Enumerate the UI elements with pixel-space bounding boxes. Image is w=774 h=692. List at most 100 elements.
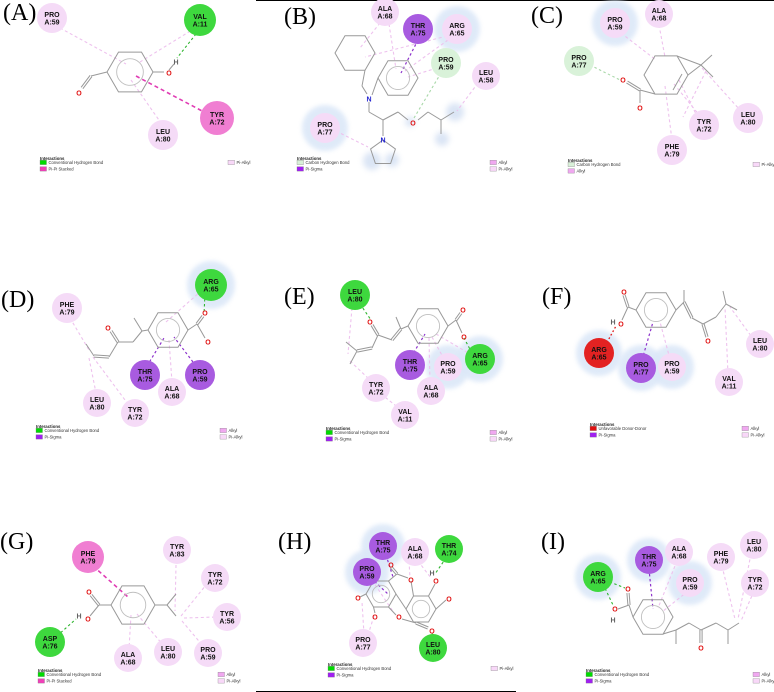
residue-circle — [184, 4, 216, 36]
residue-circle — [201, 564, 229, 592]
residue-name: PRO — [192, 369, 208, 376]
residue-name: LEU — [348, 289, 362, 296]
legend-header: Interactions — [326, 426, 351, 431]
legend-swatch — [39, 166, 47, 172]
residue-name: TYR — [697, 119, 711, 126]
residue-position: A:59 — [440, 369, 455, 376]
residue-circle — [564, 46, 594, 76]
panel-canvas-A: OOHPROA:59VALA:11TYRA:72LEUA:80Interacti… — [37, 3, 251, 172]
residue-circle — [349, 629, 377, 657]
residue-position: A:58 — [478, 78, 493, 85]
ligand-bond — [133, 317, 143, 332]
legend-swatch — [219, 428, 227, 433]
ligand-bond — [700, 54, 713, 66]
residue-circle — [657, 135, 687, 165]
residue-circle — [72, 541, 104, 573]
atom-label-O: O — [705, 339, 711, 346]
residue-name: ALA — [165, 386, 179, 393]
interaction-line-purple — [370, 577, 390, 596]
residue-position: A:65 — [591, 355, 606, 362]
residue-position: A:65 — [449, 31, 464, 38]
legend-header: Interactions — [297, 156, 322, 161]
legend-swatch — [217, 672, 225, 677]
legend-swatch — [489, 430, 497, 435]
residue-name: ARG — [203, 279, 219, 286]
ligand-bond — [357, 348, 373, 353]
legend-swatch — [35, 434, 43, 440]
interaction-line-pink — [136, 613, 164, 646]
residue-position: A:72 — [747, 585, 762, 592]
ligand-bond — [662, 629, 677, 635]
residue-circle — [158, 378, 186, 406]
ligand-bond — [700, 622, 717, 631]
interaction-line-pink — [349, 360, 371, 381]
ligand-bond — [395, 593, 407, 610]
residue-name: PRO — [355, 637, 371, 644]
residue-position: A:11 — [722, 384, 737, 391]
ligand-bond — [91, 594, 101, 605]
legend-label: Pi-Alkyl — [499, 167, 513, 172]
residue-name: ALA — [121, 652, 135, 659]
ligand-bond — [168, 63, 175, 71]
ligand-bond — [427, 111, 442, 121]
residue-name: TYR — [128, 407, 142, 414]
ligand-bond — [89, 604, 100, 617]
residue-position: A:72 — [696, 127, 711, 134]
legend-swatch — [752, 678, 760, 684]
legend-swatch — [741, 432, 749, 438]
residue-name: VAL — [193, 14, 207, 21]
atom-label-O: O — [372, 615, 378, 622]
residue-circle — [733, 103, 763, 133]
atom-label-H: H — [610, 320, 615, 327]
legend-label: Pi-Alkyl — [762, 162, 774, 167]
interaction-line-pink — [335, 130, 369, 148]
legend-swatch — [37, 678, 45, 684]
legend-swatch — [37, 672, 45, 677]
ligand-bond — [377, 334, 393, 341]
residue-position: A:76 — [42, 644, 57, 651]
legend-swatch — [217, 678, 225, 684]
legend-swatch — [567, 162, 575, 167]
legend-swatch — [752, 672, 760, 677]
legend-swatch — [296, 160, 304, 165]
ligand-bond — [361, 69, 366, 87]
residue-position: A:68 — [377, 14, 392, 21]
interaction-line-magenta — [135, 75, 205, 113]
residue-name: PRO — [607, 17, 623, 24]
residue-circle — [154, 638, 182, 666]
legend-label: Pi-Alkyl — [762, 679, 774, 684]
residue-position: A:83 — [169, 552, 184, 559]
legend-label: Alkyl — [499, 430, 508, 435]
atom-label-O: O — [86, 590, 92, 597]
ligand-bond — [400, 325, 409, 330]
residue-name: ARG — [590, 571, 606, 578]
atom-label-O: O — [408, 578, 414, 585]
ligand-ring — [370, 139, 396, 164]
legend-label: Pi-Sigma — [306, 167, 324, 172]
residue-circle — [746, 330, 774, 358]
atom-label-H: H — [76, 614, 81, 621]
legend-swatch — [325, 436, 333, 442]
ligand-bond — [109, 331, 118, 343]
interaction-line-pink — [682, 70, 707, 118]
residue-position: A:75 — [375, 548, 390, 555]
residue-circle — [584, 338, 614, 368]
residue-circle — [353, 558, 381, 586]
residue-position: A:59 — [438, 65, 453, 72]
